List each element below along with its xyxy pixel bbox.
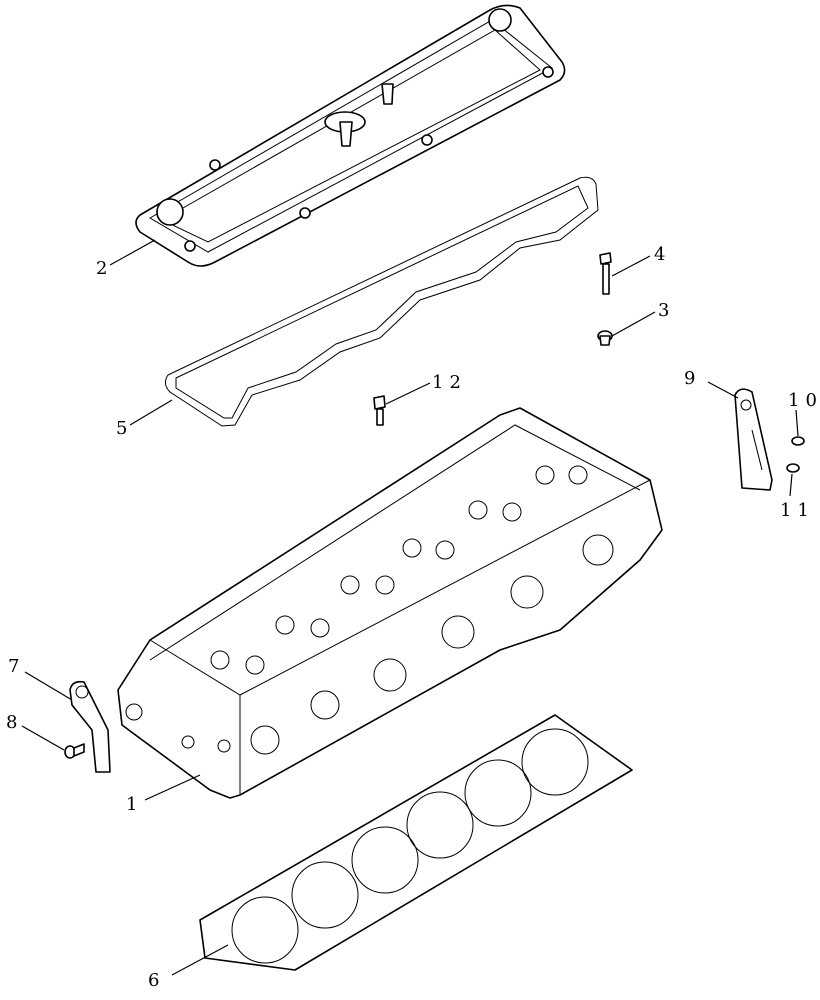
callouts: 2 5 4 3 12 9 10 11 7 8 1 6 [6,244,820,991]
cylinder-head [117,407,663,799]
valve-springs [210,465,588,675]
leader-lines [21,239,799,976]
screw-8 [64,743,85,759]
callout-12: 12 [432,372,467,393]
lifting-bracket-9 [734,388,773,491]
callout-9: 9 [684,368,701,389]
stud-12 [373,395,386,426]
screw-10 [791,436,805,446]
callout-3: 3 [658,300,675,321]
callout-8: 8 [6,712,23,733]
lifting-bracket-7 [69,680,111,773]
callout-6: 6 [148,970,165,991]
rocker-cover-gasket [164,176,599,427]
rocker-cover [135,4,566,267]
callout-5: 5 [116,418,133,439]
callout-11: 11 [780,500,815,521]
head-gasket [199,714,633,971]
callout-2: 2 [96,258,113,279]
nut-3 [597,330,613,346]
bolt-4 [599,252,612,295]
callout-10: 10 [788,390,820,411]
callout-1: 1 [126,794,143,815]
screw-11 [786,463,800,473]
callout-4: 4 [654,244,671,265]
callout-7: 7 [8,656,25,677]
